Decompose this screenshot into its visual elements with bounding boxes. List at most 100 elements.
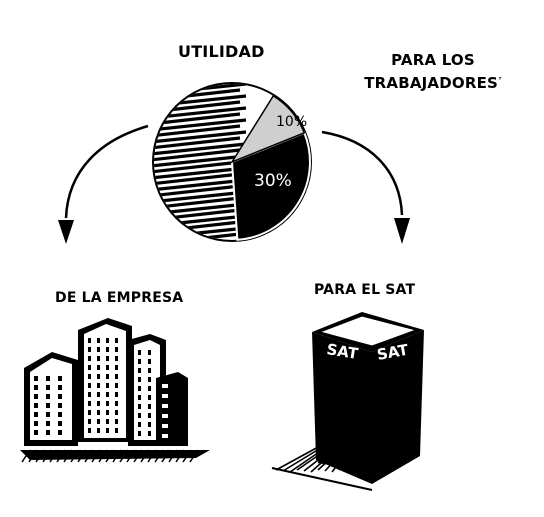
hatch-line xyxy=(133,449,143,463)
hatch-line xyxy=(375,443,419,463)
window xyxy=(148,386,151,391)
window xyxy=(106,338,109,343)
hatch-line xyxy=(317,451,369,463)
hatch-line xyxy=(77,449,87,463)
workers-label-line1: PARA LOS xyxy=(391,51,475,69)
hatch-line xyxy=(154,130,247,144)
window xyxy=(88,347,91,352)
hatch-line xyxy=(91,449,101,463)
window xyxy=(106,374,109,379)
window xyxy=(106,383,109,388)
window xyxy=(106,365,109,370)
window xyxy=(34,376,38,381)
window xyxy=(106,347,109,352)
window xyxy=(46,376,50,381)
pie-label-10: 10% xyxy=(276,114,307,130)
window xyxy=(115,401,118,406)
hatch-line xyxy=(154,190,247,204)
hatch-line xyxy=(271,467,373,491)
hatch-line xyxy=(154,166,247,180)
hatch-line xyxy=(154,172,241,186)
hatch-line xyxy=(35,449,45,463)
window xyxy=(58,394,62,399)
hatch-line xyxy=(49,449,59,463)
window xyxy=(34,412,38,417)
hatch-line xyxy=(154,160,241,174)
hatch-line xyxy=(154,112,241,126)
window xyxy=(88,356,91,361)
window xyxy=(106,419,109,424)
arrow-to-company xyxy=(58,124,149,244)
window xyxy=(115,392,118,397)
window xyxy=(88,419,91,424)
ground-hatch xyxy=(21,449,199,463)
hatch-line xyxy=(317,433,369,445)
pie-chart: 10% 30% xyxy=(152,82,312,242)
hatch-line xyxy=(375,389,419,409)
window xyxy=(115,410,118,415)
window xyxy=(148,395,151,400)
pie-label-30: 30% xyxy=(254,171,292,191)
window xyxy=(46,412,50,417)
window xyxy=(138,431,141,436)
hatch-line xyxy=(375,371,419,391)
window xyxy=(106,401,109,406)
window xyxy=(97,401,100,406)
window xyxy=(34,430,38,435)
window xyxy=(34,421,38,426)
window xyxy=(162,414,168,418)
window xyxy=(162,404,168,408)
window xyxy=(46,403,50,408)
hatch-line xyxy=(275,445,321,471)
window xyxy=(88,383,91,388)
pie-slice-30 xyxy=(230,131,311,241)
hatch-line xyxy=(375,425,419,445)
window xyxy=(97,356,100,361)
window xyxy=(58,412,62,417)
hatch-line xyxy=(317,424,369,436)
window xyxy=(148,413,151,418)
sat-sign-right: SAT xyxy=(376,341,411,364)
window xyxy=(88,401,91,406)
hatch-line xyxy=(63,449,73,463)
hatch-line xyxy=(168,449,178,463)
hatch-line xyxy=(182,449,192,463)
window xyxy=(106,392,109,397)
hatch-line xyxy=(154,118,247,132)
sat-windows xyxy=(317,362,419,472)
hatch-line xyxy=(84,449,94,463)
window xyxy=(58,430,62,435)
window xyxy=(97,338,100,343)
hatch-line xyxy=(147,449,157,463)
hatch-line xyxy=(317,370,369,382)
window xyxy=(58,376,62,381)
hatch-line xyxy=(21,449,31,463)
window xyxy=(162,424,168,428)
company-label: DE LA EMPRESA xyxy=(55,290,184,306)
window xyxy=(148,431,151,436)
window xyxy=(115,365,118,370)
window xyxy=(106,356,109,361)
hatch-line xyxy=(154,124,241,138)
window xyxy=(58,421,62,426)
hatch-line xyxy=(154,178,247,192)
arrow-to-sat xyxy=(321,130,410,244)
sat-sign-left: SAT xyxy=(325,340,360,363)
window xyxy=(46,421,50,426)
hatch-line xyxy=(375,416,419,436)
window xyxy=(88,374,91,379)
window xyxy=(88,428,91,433)
window xyxy=(46,385,50,390)
pie-slice-10 xyxy=(230,94,306,164)
window xyxy=(97,419,100,424)
window xyxy=(34,403,38,408)
window xyxy=(138,350,141,355)
hatch-line xyxy=(317,397,369,409)
window xyxy=(138,395,141,400)
workers-label-line2: TRABAJADORES xyxy=(364,74,499,92)
hatch-line xyxy=(98,449,108,463)
window xyxy=(58,403,62,408)
window xyxy=(115,374,118,379)
hatch-line xyxy=(70,449,80,463)
